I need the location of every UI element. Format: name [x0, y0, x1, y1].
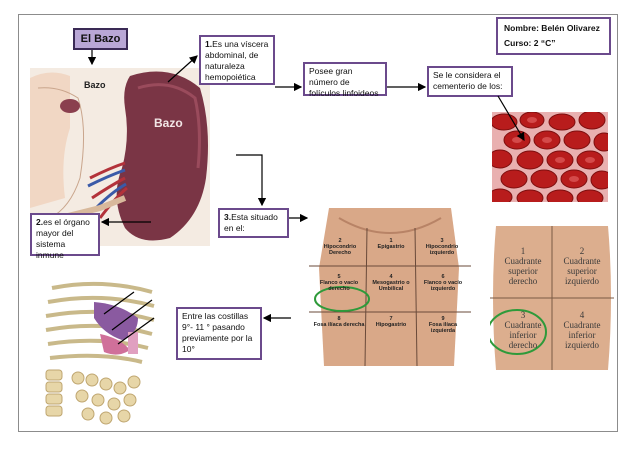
spleen-label-large: Bazo: [154, 116, 183, 130]
author-box: Nombre: Belén Olivarez Curso: 2 “C”: [496, 17, 611, 55]
arrow-cemetery-cells: [497, 95, 525, 142]
box-location: 3.Esta situado en el:: [218, 208, 289, 238]
box-location-number: 3.: [224, 212, 232, 222]
box-immune-number: 2.: [36, 217, 44, 227]
box-visceral-number: 1.: [205, 39, 213, 49]
author-course: Curso: 2 “C”: [504, 38, 556, 48]
box-visceral: 1.Es una víscera abdominal, de naturalez…: [199, 35, 275, 85]
box-visceral-text: Es una víscera abdominal, de naturaleza …: [205, 39, 269, 82]
box-location-text: Esta situado en el:: [224, 212, 278, 233]
box-ribs: Entre las costillas 9°- 11 ° pasando pre…: [176, 307, 262, 360]
spleen-label-small: Bazo: [84, 80, 106, 90]
box-immune-text: es el órgano mayor del sistema inmune: [36, 217, 90, 260]
box-cemetery: Se le considera el cementerio de los:: [427, 66, 513, 97]
arrow-spleen-box1: [167, 55, 198, 83]
author-name: Nombre: Belén Olivarez: [504, 23, 600, 33]
arrow-spleen-box3: [236, 154, 267, 207]
box-follicles: Posee gran número de folículos linfoideo…: [303, 62, 387, 98]
page-title: El Bazo: [73, 28, 128, 50]
page-frame: [18, 14, 618, 432]
box-immune: 2.es el órgano mayor del sistema inmune: [30, 213, 100, 260]
ribcage-illustration: [42, 274, 162, 426]
